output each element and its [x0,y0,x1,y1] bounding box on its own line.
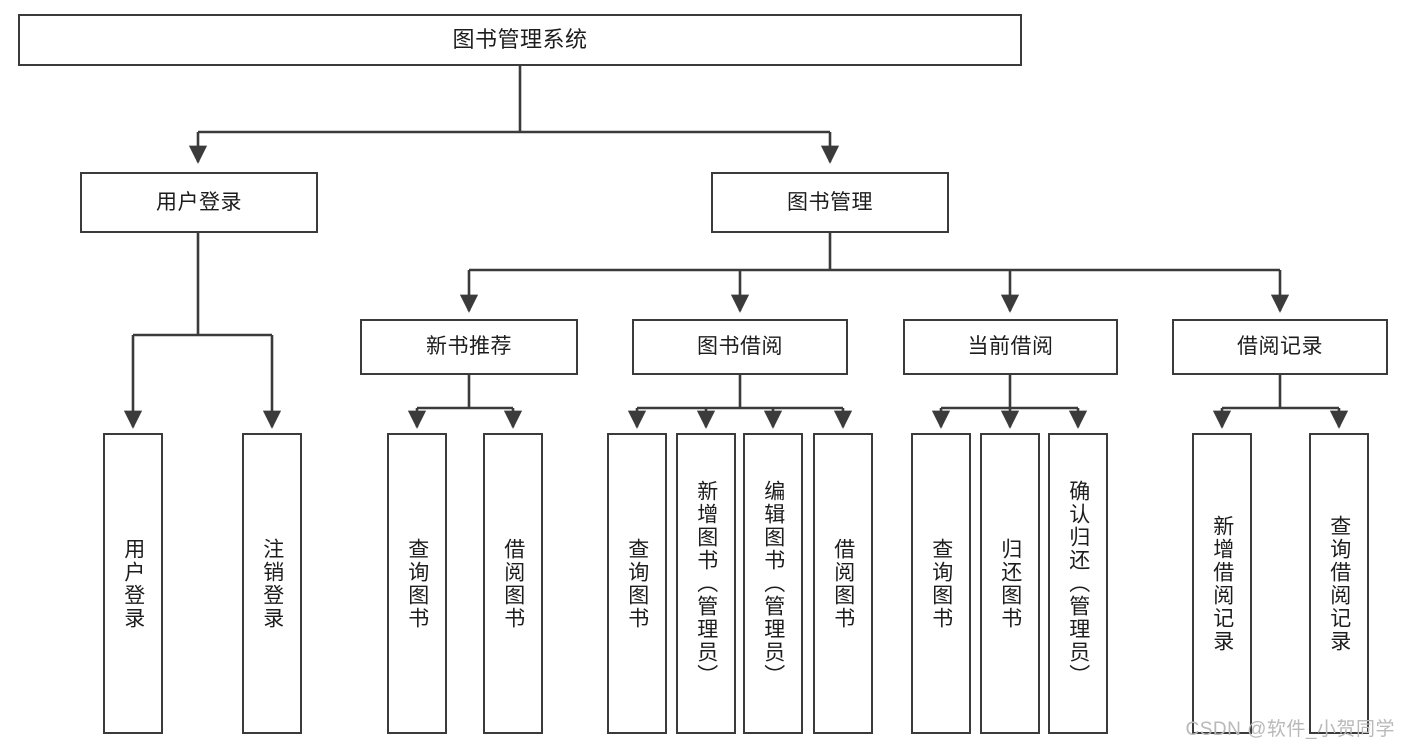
node-leaf-query-book-1[interactable]: 查询图书 [387,433,447,734]
node-leaf-borrow-book-1[interactable]: 借阅图书 [483,433,543,734]
node-book-management-label: 图书管理 [787,190,873,214]
node-book-borrow[interactable]: 图书借阅 [632,319,848,375]
node-leaf-add-book[interactable]: 新增图书（管理员） [676,433,736,734]
node-root[interactable]: 图书管理系统 [18,14,1022,66]
node-current-borrow-label: 当前借阅 [967,335,1054,359]
node-leaf-borrow-book-1-label: 借阅图书 [501,537,525,630]
node-borrow-record-label: 借阅记录 [1237,335,1323,359]
node-leaf-query-book-3-label: 查询图书 [929,537,953,630]
node-new-book-recommend-label: 新书推荐 [426,335,512,359]
node-leaf-confirm-return[interactable]: 确认归还（管理员） [1048,433,1108,734]
node-leaf-edit-book-label: 编辑图书（管理员） [761,480,785,687]
node-leaf-add-record[interactable]: 新增借阅记录 [1192,433,1252,734]
node-user-login-label: 用户登录 [156,190,242,214]
node-leaf-logout[interactable]: 注销登录 [242,433,302,734]
node-new-book-recommend[interactable]: 新书推荐 [360,319,578,375]
node-leaf-return-book-label: 归还图书 [998,537,1022,630]
node-leaf-return-book[interactable]: 归还图书 [980,433,1040,734]
node-leaf-query-book-2[interactable]: 查询图书 [607,433,667,734]
node-leaf-query-book-3[interactable]: 查询图书 [911,433,971,734]
node-leaf-borrow-book-2-label: 借阅图书 [831,537,855,630]
node-current-borrow[interactable]: 当前借阅 [903,319,1118,375]
node-book-management[interactable]: 图书管理 [711,172,949,233]
node-user-login[interactable]: 用户登录 [80,172,318,233]
node-leaf-user-login[interactable]: 用户登录 [103,433,163,734]
node-leaf-user-login-label: 用户登录 [121,537,145,630]
node-borrow-record[interactable]: 借阅记录 [1172,319,1388,375]
node-leaf-edit-book[interactable]: 编辑图书（管理员） [743,433,803,734]
node-leaf-query-record[interactable]: 查询借阅记录 [1309,433,1369,734]
node-root-label: 图书管理系统 [452,26,588,52]
node-leaf-query-book-2-label: 查询图书 [625,537,649,630]
node-leaf-confirm-return-label: 确认归还（管理员） [1066,480,1090,687]
node-book-borrow-label: 图书借阅 [697,335,783,359]
node-leaf-logout-label: 注销登录 [260,537,284,630]
node-leaf-query-record-label: 查询借阅记录 [1327,514,1351,653]
node-leaf-add-record-label: 新增借阅记录 [1210,514,1234,653]
node-leaf-query-book-1-label: 查询图书 [405,537,429,630]
watermark: CSDN @软件_小贺同学 [1185,719,1395,740]
node-leaf-add-book-label: 新增图书（管理员） [694,480,718,687]
node-leaf-borrow-book-2[interactable]: 借阅图书 [813,433,873,734]
